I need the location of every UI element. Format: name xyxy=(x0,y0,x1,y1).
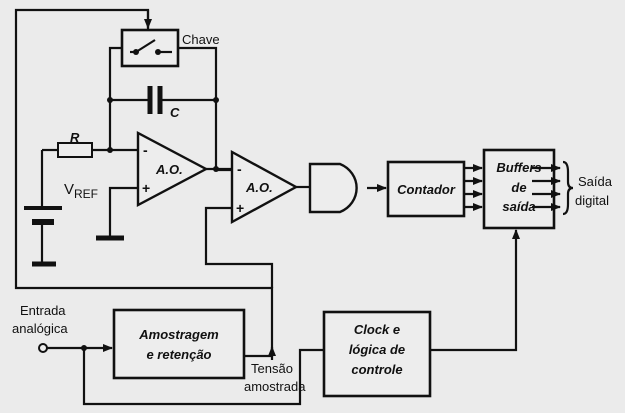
sampled-voltage-label-1: Tensão xyxy=(251,361,293,376)
opamp-1 xyxy=(136,131,209,207)
clock-label-3: controle xyxy=(351,362,402,377)
and-gate xyxy=(308,162,358,214)
capacitor-label: C xyxy=(170,105,180,120)
junction-dot xyxy=(81,345,87,351)
output-label-1: Saída xyxy=(578,174,613,189)
vref-label: VREF xyxy=(64,181,98,201)
switch-block xyxy=(120,28,180,68)
opamp-2-minus-wire xyxy=(214,168,232,172)
opamp-2-minus: - xyxy=(237,161,242,177)
opamp-1-plus: + xyxy=(142,180,150,196)
output-brace xyxy=(562,160,574,216)
counter-label: Contador xyxy=(397,182,456,197)
buffers-label-2: de xyxy=(511,180,526,195)
opamp-2 xyxy=(230,149,299,225)
sh-output-wire xyxy=(244,345,274,358)
opamp-1-minus: - xyxy=(143,142,148,158)
clock-label-1: Clock e xyxy=(354,322,400,337)
switch-left-wire xyxy=(108,46,122,150)
switch-right-wire xyxy=(178,46,218,170)
opamp-2-plus-wire xyxy=(204,206,274,288)
sample-hold-label-1: Amostragem xyxy=(138,327,219,342)
clock-to-input-wire xyxy=(82,348,324,406)
resistor-icon xyxy=(42,142,138,158)
switch-label: Chave xyxy=(182,32,220,47)
input-label-2: analógica xyxy=(12,321,68,336)
opamp-2-plus: + xyxy=(236,200,244,216)
output-label-2: digital xyxy=(575,193,609,208)
opamp-1-ground-wire xyxy=(108,186,138,236)
opamp-1-label: A.O. xyxy=(155,162,183,177)
buffer-output-arrows xyxy=(532,164,561,211)
sample-hold-block xyxy=(112,308,246,380)
buffers-label-3: saída xyxy=(502,199,535,214)
battery-icon xyxy=(24,198,62,267)
input-terminal-icon xyxy=(38,343,48,353)
clock-label-2: lógica de xyxy=(349,342,405,357)
resistor-label: R xyxy=(70,130,80,145)
counter-to-buffer-arrows xyxy=(464,164,483,211)
switch-icon xyxy=(130,39,172,55)
counter-block xyxy=(386,160,466,218)
sampled-voltage-label-2: amostrada xyxy=(244,379,306,394)
input-label-1: Entrada xyxy=(20,303,66,318)
clock-to-buffer-arrow xyxy=(430,229,520,352)
sample-hold-label-2: e retenção xyxy=(146,347,211,362)
buffers-block xyxy=(482,148,556,230)
buffers-label-1: Buffers xyxy=(496,160,541,175)
opamp-2-label: A.O. xyxy=(245,180,273,195)
capacitor-icon xyxy=(107,86,219,114)
clock-control-block xyxy=(322,310,432,398)
